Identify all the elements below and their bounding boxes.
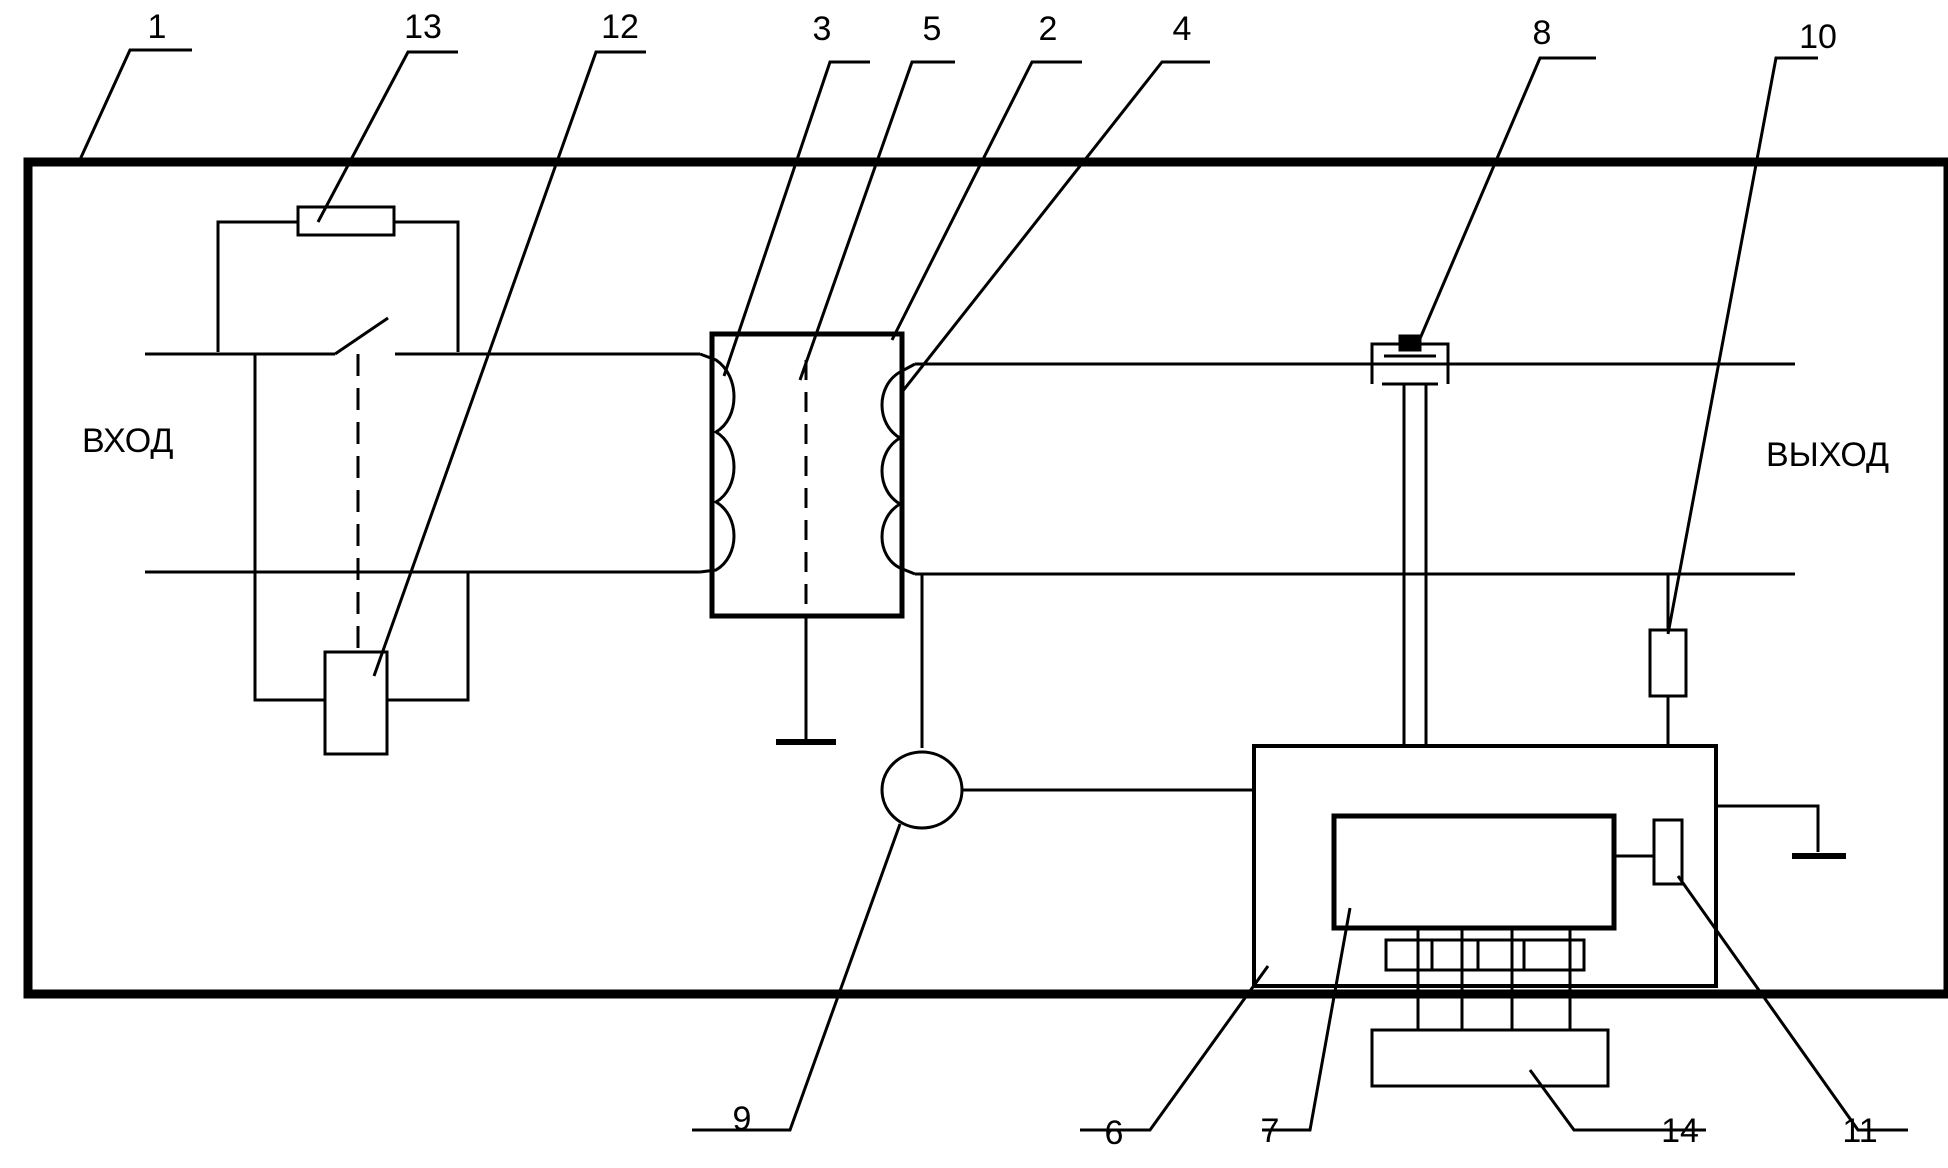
callout-5: 5 xyxy=(923,10,942,48)
callout-3: 3 xyxy=(813,10,832,48)
callout-10: 10 xyxy=(1799,18,1837,56)
callout-6: 6 xyxy=(1105,1114,1124,1152)
callout-11: 11 xyxy=(1842,1112,1877,1150)
enclosure-1 xyxy=(23,157,1948,999)
callout-14: 14 xyxy=(1661,1112,1699,1150)
input-label: ВХОД xyxy=(82,422,173,460)
callout-12: 12 xyxy=(601,8,639,46)
callout-8: 8 xyxy=(1533,14,1552,52)
current-sensor-9 xyxy=(880,574,1254,830)
bus-lines xyxy=(145,352,1795,576)
callout-4: 4 xyxy=(1173,10,1192,48)
callout-13: 13 xyxy=(404,8,442,46)
callout-7: 7 xyxy=(1261,1112,1280,1150)
transformer-2 xyxy=(699,331,916,745)
resistor-10 xyxy=(1648,574,1688,746)
output-label: ВЫХОД xyxy=(1766,436,1889,474)
callout-leaders xyxy=(76,48,1908,1132)
switch-contact xyxy=(334,316,389,656)
callout-1: 1 xyxy=(148,8,167,46)
relay-12 xyxy=(253,354,470,756)
bypass-resistor-13 xyxy=(216,205,460,352)
contactor-8 xyxy=(1370,334,1450,746)
controller-6 xyxy=(1252,744,1846,1088)
callout-9: 9 xyxy=(733,1100,752,1138)
callout-2: 2 xyxy=(1039,10,1058,48)
